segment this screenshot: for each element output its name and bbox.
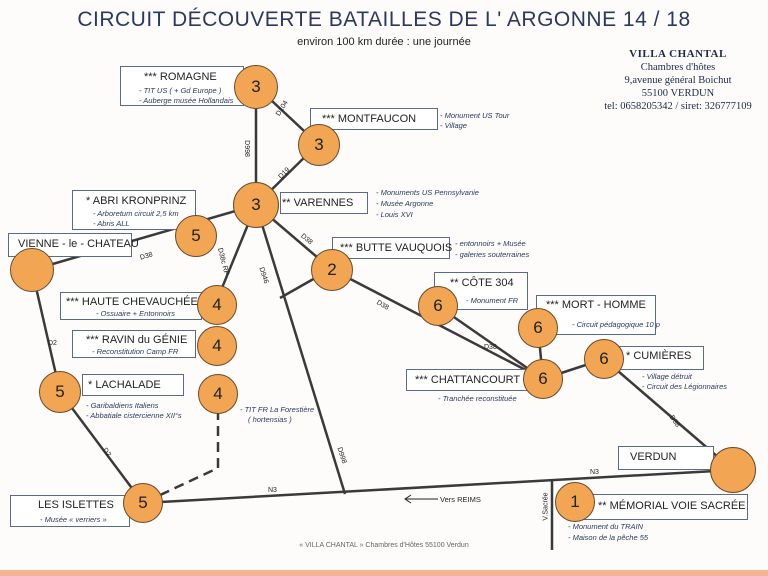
road-d946 — [254, 204, 347, 495]
road-label-n3-west: N3 — [268, 487, 277, 494]
place-label-islettes: LES ISLETTES — [38, 499, 114, 511]
road-n3 — [142, 468, 734, 505]
place-note: - Louis XVI — [376, 210, 413, 219]
stage-circle-lachalade[interactable]: 5 — [39, 371, 81, 413]
place-box-romagne[interactable] — [120, 66, 244, 106]
place-label-memorial: ** MÉMORIAL VOIE SACRÉE — [598, 500, 746, 512]
place-note: - Village détruit — [642, 372, 692, 381]
place-note: - Monument US Tour — [440, 111, 510, 120]
road-label-n3-east: N3 — [590, 469, 599, 476]
place-label-ravin: *** RAVIN du GÉNIE — [86, 334, 188, 346]
stage-circle-islettes[interactable]: 5 — [123, 483, 163, 523]
place-note: - Circuit pédagogique 10 p — [572, 320, 660, 329]
place-note: - TIT US ( + Gd Europe ) — [139, 86, 222, 95]
stage-circle-kronprinz[interactable]: 5 — [175, 215, 217, 257]
road-label-vers-reims: Vers REIMS — [440, 495, 481, 504]
map-subtitle: environ 100 km durée : une journée — [297, 36, 471, 48]
place-box-montfaucon[interactable] — [310, 108, 438, 130]
place-label-lachalade: * LACHALADE — [88, 379, 161, 391]
place-label-vauquois: *** BUTTE VAUQUOIS — [340, 242, 453, 254]
place-note: - Musée « verriers » — [40, 515, 107, 524]
place-note: - Garibaldiens Italiens — [86, 401, 159, 410]
arrow-left-icon — [404, 494, 438, 504]
place-note: - Ossuaire + Entonnoirs — [96, 309, 175, 318]
villa-phone: tel: 0658205342 / siret: 326777109 — [604, 101, 752, 112]
place-note: - Village — [440, 121, 467, 130]
place-note: - Abbatiale cistercienne XII°s — [86, 411, 182, 420]
villa-contact: VILLA CHANTAL Chambres d'hôtes 9,avenue … — [588, 48, 768, 113]
place-label-haute-chevauchee: *** HAUTE CHEVAUCHÉE — [66, 296, 198, 308]
place-note: - Abris ALL — [93, 219, 130, 228]
stage-circle-vauquois[interactable]: 2 — [311, 249, 353, 291]
bottom-bar — [0, 570, 768, 576]
villa-name: VILLA CHANTAL — [629, 48, 727, 60]
place-note: - Monument FR — [466, 296, 519, 305]
place-box-ravin[interactable] — [72, 330, 196, 358]
stage-circle-romagne[interactable]: 3 — [234, 65, 278, 109]
place-box-lachalade[interactable] — [82, 374, 184, 396]
place-note: - Arboretum circuit 2,5 km — [93, 209, 179, 218]
map-title: CIRCUIT DÉCOUVERTE BATAILLES DE L' ARGON… — [77, 8, 691, 31]
place-label-montfaucon: *** MONTFAUCON — [322, 113, 417, 125]
place-note: - TIT FR La Forestière — [240, 405, 315, 414]
villa-address: 9,avenue général Boichut — [624, 75, 732, 86]
road-label-d2-north: D2 — [48, 340, 57, 347]
stage-circle-ravin[interactable]: 4 — [197, 326, 237, 366]
road-label-d998-north: D998 — [242, 140, 250, 157]
place-label-mort-homme: *** MORT - HOMME — [546, 299, 646, 311]
place-note: - Monuments US Pennsylvanie — [376, 188, 479, 197]
place-note: - Musée Argonne — [376, 199, 434, 208]
place-note: ( hortensias ) — [248, 415, 292, 424]
place-note: - Circuit des Légionnaires — [642, 382, 728, 391]
place-box-kronprinz[interactable] — [72, 190, 196, 230]
villa-city: 55100 VERDUN — [641, 88, 715, 99]
place-box-verdun[interactable] — [618, 446, 714, 470]
stage-circle-cote304[interactable]: 6 — [418, 286, 458, 326]
stage-circle-verdun[interactable] — [710, 447, 756, 493]
road-dashed-foresti — [142, 394, 220, 505]
place-label-varennes: ** VARENNES — [282, 197, 354, 209]
road-label-voie-sacree: V.Sacrée — [542, 492, 550, 521]
stage-circle-memorial[interactable]: 1 — [555, 482, 595, 522]
place-box-memorial[interactable] — [578, 494, 748, 520]
road-d38-vienne — [31, 203, 257, 272]
place-label-chattancourt: *** CHATTANCOURT — [415, 374, 521, 386]
place-label-kronprinz: * ABRI KRONPRINZ — [86, 195, 187, 207]
villa-line: Chambres d'hôtes — [640, 62, 716, 73]
place-note: - Reconstitution Camp FR — [92, 347, 179, 356]
stage-circle-cumieres[interactable]: 6 — [584, 339, 624, 379]
stage-circle-mort-homme[interactable]: 6 — [518, 308, 558, 348]
stage-circle-montfaucon[interactable]: 3 — [298, 124, 340, 166]
stage-circle-varennes[interactable]: 3 — [233, 182, 279, 228]
stage-circle-chattancourt[interactable]: 6 — [523, 359, 563, 399]
place-note: - Monument du TRAIN — [568, 522, 644, 531]
stage-circle-haute-chevauchee[interactable]: 4 — [197, 285, 237, 325]
place-box-varennes[interactable] — [280, 192, 368, 214]
stage-circle-la-forestiere[interactable]: 4 — [198, 374, 238, 414]
place-label-vienne: VIENNE - le - CHATEAU — [18, 238, 139, 250]
road-d2-south — [58, 391, 145, 504]
footer-credit: « VILLA CHANTAL » Chambres d'Hôtes 55100… — [299, 542, 469, 549]
stage-circle-vienne[interactable] — [10, 248, 54, 292]
place-note: - Auberge musée Hollandais — [139, 96, 234, 105]
place-label-romagne: *** ROMAGNE — [144, 71, 217, 83]
place-note: - Tranchée reconstituée — [438, 394, 517, 403]
place-label-verdun: VERDUN — [630, 451, 677, 463]
place-note: - galeries souterraines — [455, 250, 530, 259]
road-label-d38-chattancourt: D38 — [484, 344, 497, 351]
place-note: - entonnoirs + Musée — [455, 239, 526, 248]
place-note: - Maison de la pêche 55 — [568, 533, 649, 542]
place-label-cote304: ** CÔTE 304 — [450, 277, 514, 289]
place-box-vauquois[interactable] — [332, 237, 450, 259]
place-label-cumieres: * CUMIÈRES — [626, 350, 692, 362]
place-box-mort-homme[interactable] — [536, 295, 656, 335]
